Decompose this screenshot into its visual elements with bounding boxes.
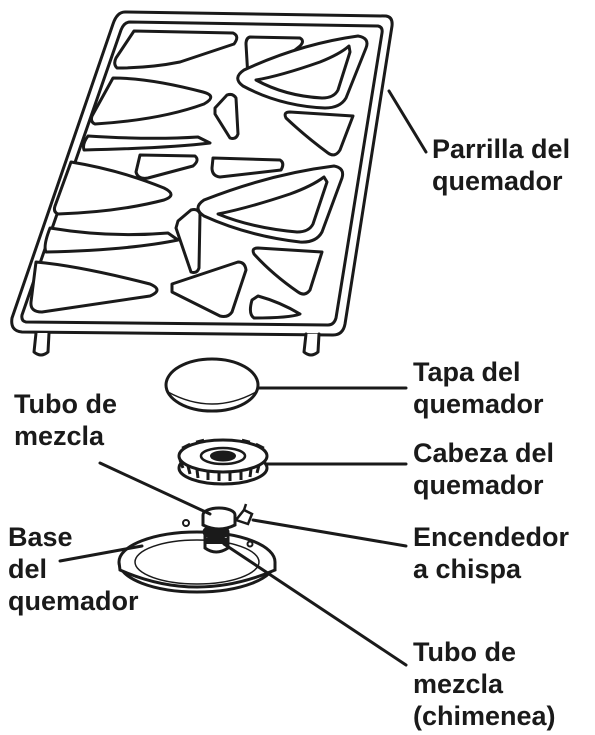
label-mixing-tube-chimney: Tubo de mezcla (chimenea) [413,636,556,732]
label-igniter: Encendedor a chispa [413,521,569,585]
label-chimney-line3: (chimenea) [413,701,556,731]
label-igniter-line1: Encendedor [413,522,570,552]
label-grate-line2: quemador [432,166,563,196]
label-grate: Parrilla del quemador [432,133,570,197]
label-cap: Tapa del quemador [413,356,544,420]
label-head: Cabeza del quemador [413,437,554,501]
label-base-line2: del [8,554,48,584]
label-base: Base del quemador [8,521,139,617]
label-chimney-line2: mezcla [413,669,504,699]
burner-grate [10,10,394,357]
label-cap-line2: quemador [413,389,544,419]
label-base-line3: quemador [8,586,139,616]
label-base-line1: Base [8,522,73,552]
burner-cap [164,357,260,413]
leader-lines [58,89,428,667]
label-mixing-tube-line1: Tubo de [14,389,117,419]
label-mixing-tube: Tubo de mezcla [14,388,117,452]
burner-base [117,503,277,594]
label-head-line1: Cabeza del [413,438,555,468]
burner-head [177,438,269,486]
label-igniter-line2: a chispa [413,554,522,584]
label-chimney-line1: Tubo de [413,637,516,667]
label-grate-line1: Parrilla del [432,134,571,164]
label-cap-line1: Tapa del [413,357,521,387]
label-head-line2: quemador [413,470,544,500]
label-mixing-tube-line2: mezcla [14,421,105,451]
